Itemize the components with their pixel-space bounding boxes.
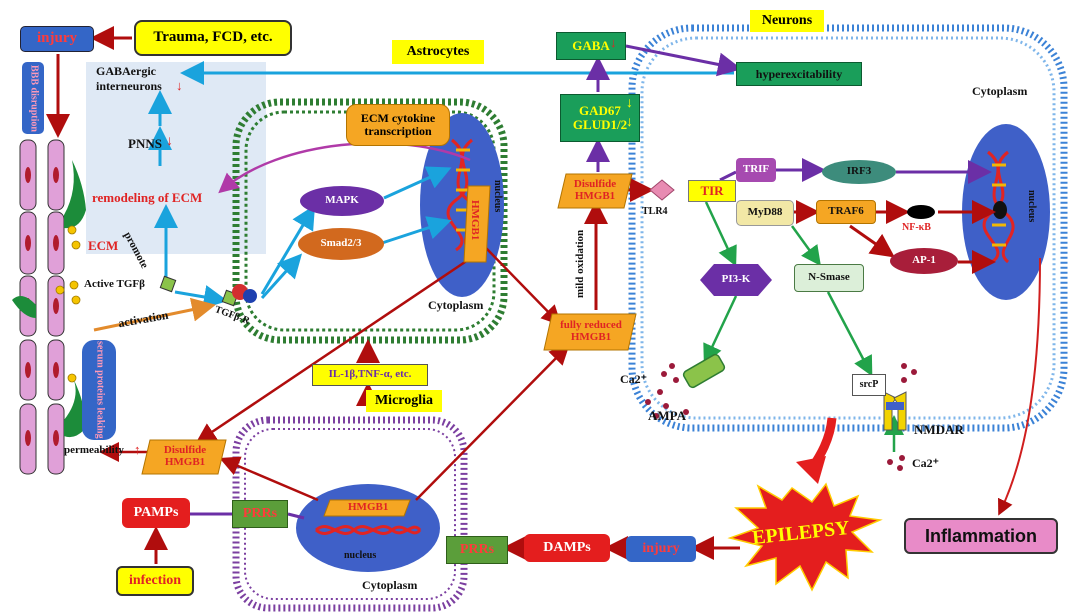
disulfide-right-line2: HMGB1 — [574, 190, 616, 202]
microglia-membrane — [232, 416, 468, 612]
prrs-left-box: PRRs — [232, 500, 288, 528]
down-arrow-icon: ↓ — [626, 96, 633, 111]
astro-cytoplasm-label: Cytoplasm — [428, 298, 484, 312]
nfkb-in-nucleus — [993, 201, 1007, 219]
down-arrow-icon: ↓ — [610, 35, 617, 50]
ecm-cytokine-line2: transcription — [364, 124, 432, 138]
active-tgfb-icon — [159, 275, 177, 293]
neuron-cytoplasm-label: Cytoplasm — [972, 84, 1028, 98]
tir-box: TIR — [688, 180, 736, 202]
ecm-cytokine-box: ECM cytokine transcription — [346, 104, 450, 146]
tlr4-label: TLR4 — [642, 206, 668, 217]
inflammation-box: Inflammation — [904, 518, 1058, 554]
gabaergic-label: GABAergic — [96, 64, 156, 78]
ecm-cytokine-line1: ECM cytokine — [360, 111, 436, 126]
microglia-cytoplasm-label: Cytoplasm — [362, 578, 418, 592]
up-arrow-icon: ↑ — [134, 442, 141, 457]
mild-oxidation-label: mild oxidation — [574, 229, 586, 298]
ampa-channel-icon — [682, 353, 726, 389]
remodeling-ecm-label: remodeling of ECM — [92, 190, 203, 205]
neurons-title: Neurons — [750, 10, 824, 32]
disulfide-left-line1: Disulfide — [163, 444, 207, 457]
irf3-node: IRF3 — [822, 160, 896, 184]
hmgb1-microglia-shape — [323, 499, 411, 517]
gaba-box: GABA — [556, 32, 626, 60]
mapk-node: MAPK — [300, 186, 384, 216]
calcium-particles — [645, 363, 917, 471]
tlr4-receptor-icon — [649, 179, 675, 201]
permeability-label: permeability — [64, 444, 124, 456]
disulfide-left-line2: HMGB1 — [164, 456, 206, 468]
down-arrow-icon: ↓ — [176, 78, 183, 93]
hmgb1-astro-shape — [463, 185, 491, 263]
traf6-box: TRAF6 — [816, 200, 876, 224]
injury-top-box: injury — [20, 26, 94, 52]
ap1-node: AP-1 — [890, 248, 958, 274]
fully-reduced-text: fully reduced HMGB1 — [550, 315, 632, 349]
disulfide-left-shape — [141, 439, 227, 475]
serum-protein-dots — [55, 225, 81, 383]
tgfbr-receptor-icon — [221, 284, 257, 307]
active-tgfb-label: Active TGFβ — [84, 278, 145, 290]
smad-node: Smad2/3 — [298, 228, 384, 260]
il1b-box: IL-1β,TNF-α, etc. — [312, 364, 428, 386]
interneurons-label: interneurons — [96, 79, 162, 93]
srcp-box: srcP — [852, 374, 886, 396]
prrs-bottom-box: PRRs — [446, 536, 508, 564]
astrocytes-title: Astrocytes — [392, 40, 484, 64]
fully-reduced-line1: fully reduced — [560, 319, 622, 332]
epilepsy-burst — [727, 482, 883, 592]
gad67-label: GAD67 — [579, 103, 621, 119]
serum-proteins-box: serum proteins leaking — [82, 340, 116, 440]
bbb-disruption-box: BBB disruption — [22, 62, 44, 134]
injury-bottom-box: injury — [626, 536, 696, 562]
down-arrow-icon: ↓ — [626, 115, 633, 130]
nsmase-box: N-Smase — [794, 264, 864, 292]
neuron-nucleus-label: nucleus — [1026, 190, 1037, 223]
blood-vessel — [12, 139, 86, 475]
fully-reduced-line2: HMGB1 — [570, 331, 612, 343]
ampa-label: AMPA — [648, 408, 687, 423]
down-arrow-icon: ↓ — [166, 134, 173, 149]
neuron-membrane — [628, 24, 1068, 432]
hyperexcitability-box: hyperexcitability — [736, 62, 862, 86]
disulfide-right-shape — [557, 173, 633, 209]
pamps-box: PAMPs — [122, 498, 190, 528]
astro-nucleus-label: nucleus — [492, 180, 503, 213]
nmdar-label: NMDAR — [914, 422, 964, 437]
nfkb-oval — [907, 205, 935, 219]
disulfide-left-text: Disulfide HMGB1 — [150, 441, 220, 473]
damps-box: DAMPs — [524, 534, 610, 562]
ecm-label: ECM — [88, 238, 119, 253]
microglia-title: Microglia — [366, 390, 442, 412]
microglia-nucleus-label: nucleus — [344, 550, 377, 561]
ca-right-label: Ca2⁺ — [912, 456, 939, 470]
dna-helix-microglia — [315, 525, 422, 535]
disulfide-right-line1: Disulfide — [573, 178, 617, 191]
disulfide-right-text: Disulfide HMGB1 — [562, 175, 628, 207]
trauma-box: Trauma, FCD, etc. — [134, 20, 292, 56]
nmdar-channel-icon — [883, 391, 907, 431]
hmgb1-astro-label: HMGB1 — [469, 200, 481, 241]
pi3k-shape — [700, 264, 772, 296]
ca-left-label: Ca2⁺ — [620, 372, 647, 386]
glud-label: GLUD1/2 — [572, 117, 628, 132]
trif-box: TRIF — [736, 158, 776, 182]
infection-box: infection — [116, 566, 194, 596]
fully-reduced-shape — [543, 313, 637, 351]
pnns-label: PNNS — [128, 136, 162, 151]
myd88-box: MyD88 — [736, 200, 794, 226]
hmgb1-microglia-label: HMGB1 — [348, 501, 389, 513]
nfkb-label: NF-κB — [902, 222, 931, 233]
gad67-glud-box: GAD67 GLUD1/2 — [560, 94, 640, 142]
pi3k-label: PI3-K — [721, 273, 751, 286]
